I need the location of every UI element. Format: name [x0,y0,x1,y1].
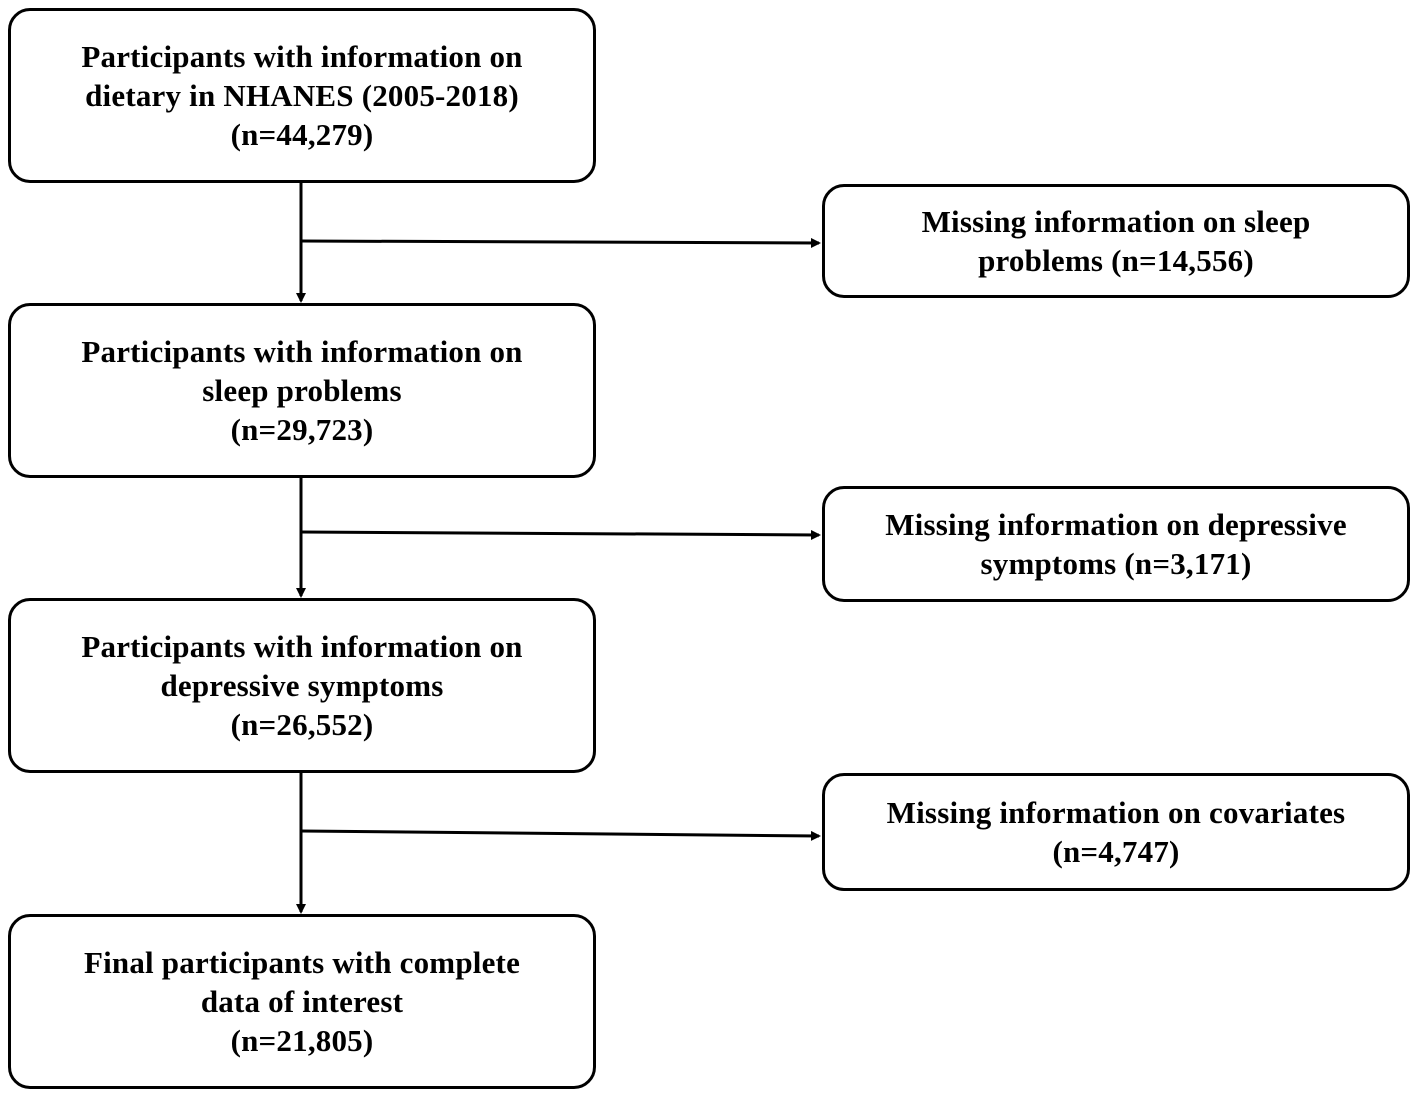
exclusion-depressive-missing-box: Missing information on depressive sympto… [822,486,1410,602]
step-sleep-line-2: sleep problems [202,373,402,408]
step-sleep-line-1: Participants with information on [81,334,523,369]
exclusion-depressive-line-2: symptoms (n=3,171) [980,546,1252,581]
exclusion-sleep-missing-box: Missing information on sleep problems (n… [822,184,1410,298]
step-final-line-2: data of interest [200,984,404,1019]
exclusion-arrow-2 [300,529,821,540]
step-sleep-participants-box: Participants with information on sleep p… [8,303,596,478]
step-final-participants-box: Final participants with complete data of… [8,914,596,1089]
step-dietary-line-1: Participants with information on [81,39,523,74]
exclusion-covariates-line-1: Missing information on covariates [886,795,1346,830]
exclusion-depressive-line-1: Missing information on depressive [885,507,1347,542]
step-dietary-line-2: dietary in NHANES (2005-2018) [85,78,519,113]
step-depressive-participants-box: Participants with information on depress… [8,598,596,773]
step-dietary-count: (n=44,279) [230,117,374,152]
step-dietary-participants-box: Participants with information on dietary… [8,8,596,183]
exclusion-sleep-line-1: Missing information on sleep [921,204,1311,239]
step-sleep-count: (n=29,723) [230,412,374,447]
step-depressive-line-2: depressive symptoms [160,668,444,703]
step-depressive-line-1: Participants with information on [81,629,523,664]
step-final-count: (n=21,805) [230,1023,374,1058]
exclusion-covariates-missing-box: Missing information on covariates (n=4,7… [822,773,1410,891]
step-depressive-count: (n=26,552) [230,707,374,742]
exclusion-arrow-3 [300,829,821,841]
step-final-line-1: Final participants with complete [83,945,521,980]
exclusion-covariates-line-2: (n=4,747) [1052,834,1180,869]
exclusion-arrow-1 [300,237,821,248]
exclusion-sleep-line-2: problems (n=14,556) [978,243,1254,278]
